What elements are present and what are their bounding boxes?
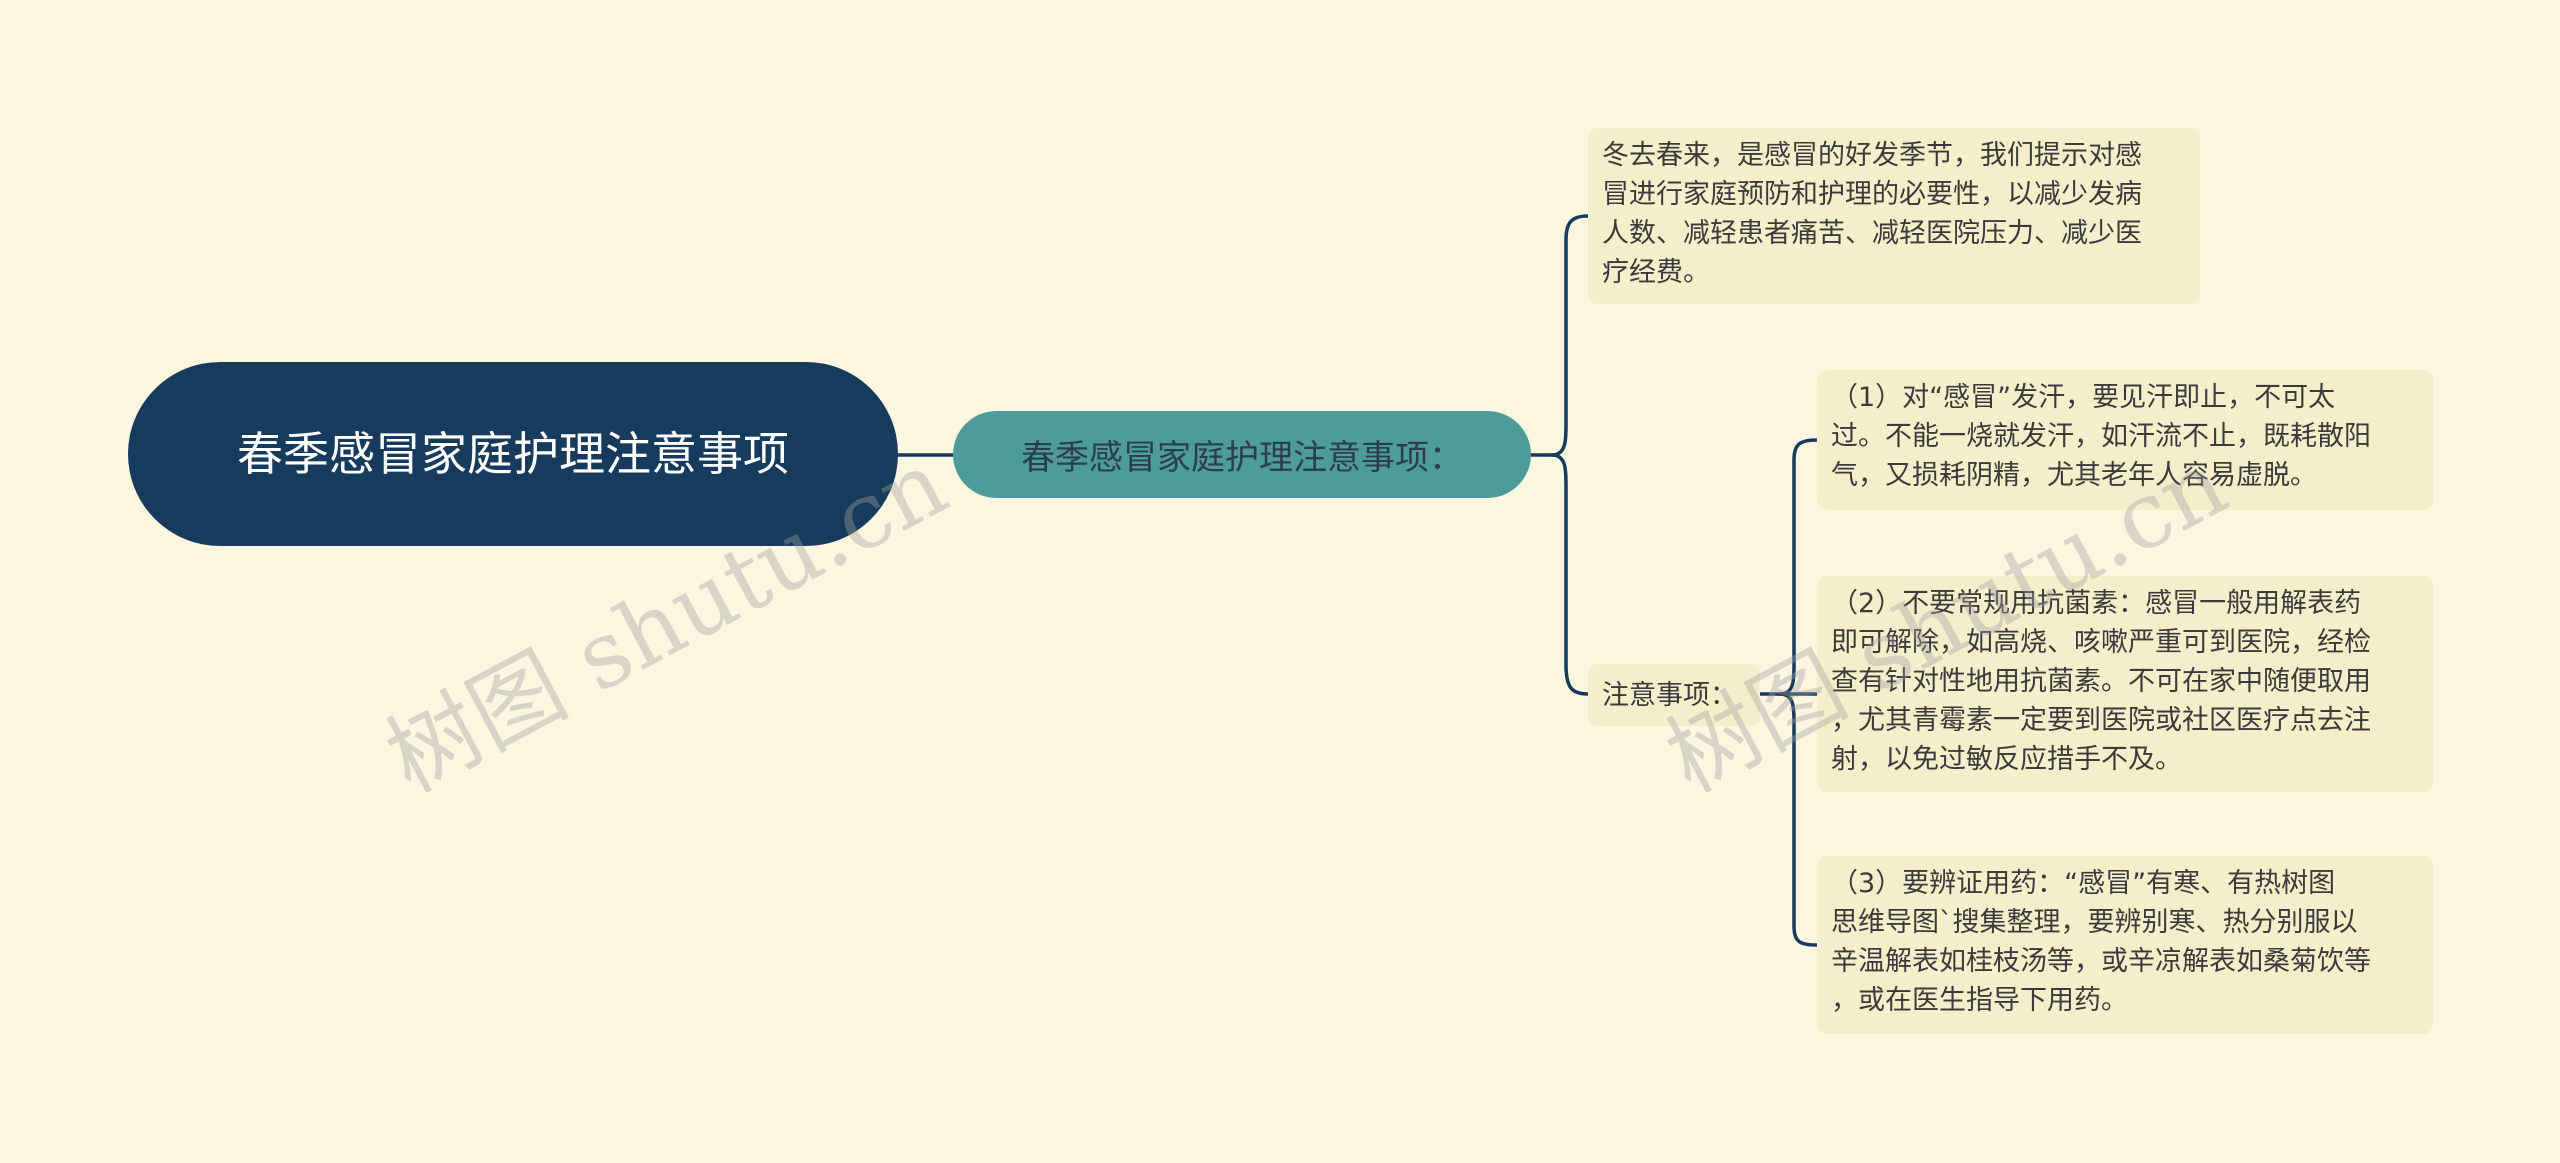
notes-node-label: 注意事项： [1602,679,1737,711]
note-node-3[interactable]: （3）要辨证用药：“感冒”有寒、有热树图 思维导图`搜集整理，要辨别寒、热分别服… [1817,856,2433,1034]
branch-node[interactable]: 春季感冒家庭护理注意事项： [953,411,1531,498]
root-node-label: 春季感冒家庭护理注意事项 [237,427,789,481]
connector-branch-notes [1550,453,1590,696]
connector-notes-note3 [1778,692,1819,947]
notes-node[interactable]: 注意事项： [1588,664,1760,726]
root-node[interactable]: 春季感冒家庭护理注意事项 [128,362,898,546]
note-node-2[interactable]: （2）不要常规用抗菌素：感冒一般用解表药 即可解除，如高烧、咳嗽严重可到医院，经… [1817,576,2433,792]
connector-notes-note1 [1758,438,1819,696]
branch-node-label: 春季感冒家庭护理注意事项： [1021,438,1463,478]
note-node-1[interactable]: （1）对“感冒”发汗，要见汗即止，不可太 过。不能一烧就发汗，如汗流不止，既耗散… [1817,370,2433,510]
connector-branch-intro [1529,214,1590,457]
intro-node[interactable]: 冬去春来，是感冒的好发季节，我们提示对感 冒进行家庭预防和护理的必要性，以减少发… [1588,128,2200,304]
